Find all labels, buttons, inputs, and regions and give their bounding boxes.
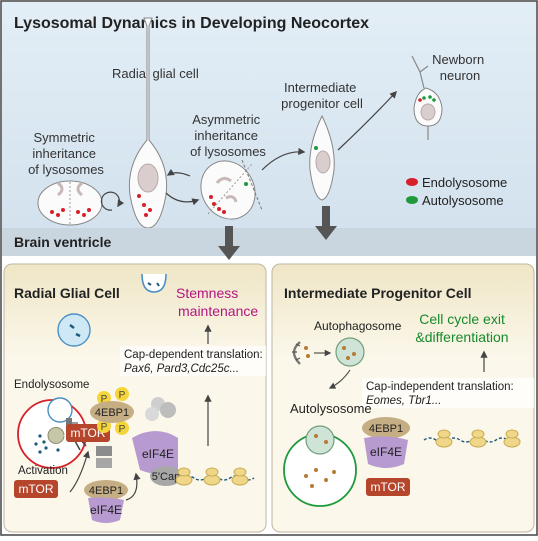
arrow-down-left [218, 226, 240, 260]
translation-box-left [120, 346, 266, 376]
eif4e-cap-complex: eIF4E 5'Cap [132, 431, 182, 486]
cap-dependent-translation: Cap-dependent translation: Pax6, Pard3,C… [124, 349, 266, 375]
stemness-label: Stemness maintenance [176, 285, 258, 319]
mrna-right [423, 429, 521, 448]
symmetric-label: Symmetric inheritance of lysosomes [28, 130, 104, 177]
radial-glial-label: Radial glial cell [112, 66, 199, 81]
newborn-neuron [411, 55, 443, 140]
right-eif4e-label: eIF4E [370, 445, 402, 459]
right-panel-title: Intermediate Progenitor Cell [284, 285, 471, 301]
endolysosome-structure [17, 397, 87, 469]
arrow-down-right [315, 206, 337, 240]
endocytic-vesicle-top [141, 273, 167, 293]
autolysosome [283, 425, 357, 507]
autophagosome [335, 337, 365, 367]
arrow-to-neuron [337, 90, 397, 151]
translation-box-right [362, 378, 534, 408]
arrow-to-ipc [261, 147, 306, 171]
ribosome-grey [145, 397, 176, 421]
cleavage-plane [241, 159, 263, 211]
free-vesicle [57, 313, 91, 347]
legend-autolysosome-swatch [406, 196, 418, 204]
cycle-arrow [100, 191, 125, 211]
phospho-p1: P [101, 394, 108, 405]
mtor-right [366, 478, 410, 496]
radial-glial-cell [128, 17, 168, 229]
arrow-to-asymmetric [165, 192, 200, 206]
ebp1-eif4e-complex-right: 4EBP1 eIF4E [362, 417, 410, 468]
legend-autolysosome-label: Autolysosome [422, 193, 504, 208]
free-4ebp1-eif4e: 4EBP1 eIF4E [84, 480, 128, 523]
autolysosome-label: Autolysosome [290, 401, 372, 416]
phospho-4ebp1: 4EBP1 P P P P [90, 387, 134, 435]
symmetric-dividing-cell [37, 180, 103, 226]
mtor-free-label: mTOR [18, 482, 53, 496]
legend: Endolysosome Autolysosome [406, 175, 507, 208]
activation-label: Activation [18, 465, 68, 477]
autophagosome-label: Autophagosome [314, 319, 402, 333]
arrow-to-cap [125, 472, 141, 501]
right-4ebp1-label: 4EBP1 [369, 423, 403, 435]
neuron-label: Newborn neuron [432, 52, 488, 83]
figure-title: Lysosomal Dynamics in Developing Neocort… [14, 15, 369, 32]
ventricle-label: Brain ventricle [14, 234, 111, 250]
differentiation-label: Cell cycle exit &differentiation [415, 311, 508, 345]
arrow-to-radial [166, 168, 191, 177]
mtor-free [14, 480, 58, 498]
eif4e-left-label: eIF4E [142, 447, 174, 461]
phospho-p3: P [101, 422, 108, 433]
phagophore [292, 341, 310, 365]
asymmetric-dividing-cell [200, 160, 256, 220]
ventricle-band [2, 228, 536, 256]
phospho-p4: P [119, 424, 126, 435]
free-eif4e-label: eIF4E [90, 503, 122, 517]
ragulator-complex [96, 446, 112, 468]
mtor-membrane-label: mTOR [70, 426, 105, 440]
left-panel-title: Radial Glial Cell [14, 285, 120, 301]
cap-independent-translation: Cap-independent translation: Eomes, Tbr1… [366, 381, 517, 407]
activation-arrow [69, 450, 90, 493]
phospho-p2: P [119, 390, 126, 401]
phospho-4ebp1-label: 4EBP1 [95, 407, 129, 419]
intermediate-progenitor-cell [309, 114, 335, 201]
ipc-label: Intermediate progenitor cell [281, 80, 363, 111]
cap-label: 5'Cap [152, 471, 180, 483]
arrow-to-autolysosome [328, 369, 351, 389]
endolysosome-label: Endolysosome [14, 379, 89, 391]
legend-endolysosome-swatch [406, 178, 418, 186]
legend-endolysosome-label: Endolysosome [422, 175, 507, 190]
mtor-right-label: mTOR [370, 480, 405, 494]
asymmetric-label: Asymmetric inheritance of lysosomes [190, 112, 266, 159]
free-4ebp1-label: 4EBP1 [89, 485, 123, 497]
mrna-left [175, 467, 255, 486]
